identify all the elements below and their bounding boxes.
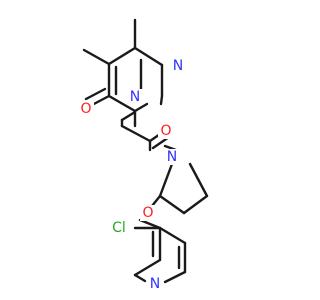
atom-label-o: O xyxy=(80,101,91,117)
bond xyxy=(163,270,187,284)
bond xyxy=(133,273,147,283)
bond xyxy=(138,218,162,230)
atom-label-o: O xyxy=(160,123,171,139)
bond xyxy=(107,94,137,113)
bond xyxy=(107,46,137,66)
bond xyxy=(133,46,164,67)
molecule-diagram: N N O O N O Cl N xyxy=(78,18,209,292)
atom-label-cl: Cl xyxy=(112,220,126,236)
bond xyxy=(120,124,152,143)
bonds xyxy=(82,18,209,284)
atom-labels: N N O O N O Cl N xyxy=(78,58,186,292)
bond xyxy=(150,194,162,208)
bond xyxy=(84,87,107,101)
bond xyxy=(158,226,187,245)
bond xyxy=(133,102,149,113)
bond xyxy=(182,194,209,215)
bond xyxy=(120,110,137,122)
atom-label-o: O xyxy=(142,205,153,221)
atom-label-n: N xyxy=(130,89,140,105)
atom-label-n: N xyxy=(150,276,160,292)
bond xyxy=(133,258,162,277)
bond xyxy=(188,162,209,198)
bond xyxy=(82,48,111,66)
atom-label-n: N xyxy=(173,58,183,74)
molecule-structure: N N O O N O Cl N xyxy=(78,18,209,292)
atom-label-n: N xyxy=(167,149,177,165)
bond xyxy=(159,94,164,106)
bond xyxy=(158,194,186,215)
bond xyxy=(158,162,174,198)
